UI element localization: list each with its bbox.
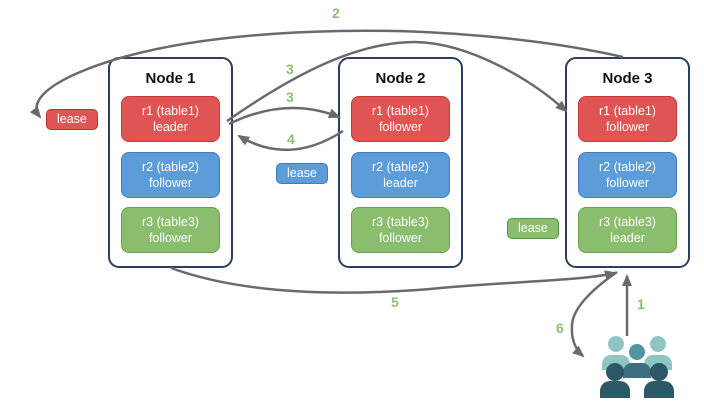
node-3-replica-r2: r2 (table2) follower bbox=[578, 152, 677, 198]
replica-label-line1: r2 (table2) bbox=[599, 160, 656, 174]
replica-label-line1: r1 (table1) bbox=[599, 104, 656, 118]
node-2-replica-r3: r3 (table3) follower bbox=[351, 207, 450, 253]
replica-role: follower bbox=[605, 176, 650, 190]
node-3-replica-r3: r3 (table3) leader bbox=[578, 207, 677, 253]
step-label-4: 4 bbox=[287, 131, 295, 147]
replica-role: leader bbox=[153, 120, 188, 134]
replica-role: follower bbox=[148, 176, 193, 190]
step-label-6: 6 bbox=[556, 320, 564, 336]
lease-tag-table1: lease bbox=[46, 109, 98, 130]
node-1-replica-r3: r3 (table3) follower bbox=[121, 207, 220, 253]
replica-role: follower bbox=[378, 231, 423, 245]
node-3-box: Node 3 r1 (table1) follower r2 (table2) … bbox=[565, 57, 690, 268]
replica-label-line1: r2 (table2) bbox=[142, 160, 199, 174]
step-label-1: 1 bbox=[637, 296, 645, 312]
replica-role: leader bbox=[610, 231, 645, 245]
node-2-box: Node 2 r1 (table1) follower r2 (table2) … bbox=[338, 57, 463, 268]
client-users-icon bbox=[600, 336, 674, 398]
lease-tag-table3: lease bbox=[507, 218, 559, 239]
node-2-title: Node 2 bbox=[375, 70, 426, 87]
node-1-box: Node 1 r1 (table1) leader r2 (table2) fo… bbox=[108, 57, 233, 268]
arrow-step-5-node1-to-node3 bbox=[170, 266, 617, 294]
replica-label-line1: r1 (table1) bbox=[372, 104, 429, 118]
arrow-step-3-leader-to-node2 bbox=[228, 106, 341, 126]
replica-role: follower bbox=[148, 231, 193, 245]
replica-label-line1: r1 (table1) bbox=[142, 104, 199, 118]
replica-label-line1: r2 (table2) bbox=[372, 160, 429, 174]
step-label-2: 2 bbox=[332, 5, 340, 21]
node-1-replica-r2: r2 (table2) follower bbox=[121, 152, 220, 198]
node-1-replica-r1: r1 (table1) leader bbox=[121, 96, 220, 142]
step-label-3-to-node2: 3 bbox=[286, 89, 294, 105]
replica-role: leader bbox=[383, 176, 418, 190]
step-label-3-to-node3: 3 bbox=[286, 61, 294, 77]
replica-role: follower bbox=[605, 120, 650, 134]
node-3-title: Node 3 bbox=[602, 70, 653, 87]
replica-role: follower bbox=[378, 120, 423, 134]
node-2-replica-r2: r2 (table2) leader bbox=[351, 152, 450, 198]
replica-label-line1: r3 (table3) bbox=[599, 215, 656, 229]
step-label-5: 5 bbox=[391, 294, 399, 310]
lease-tag-table2: lease bbox=[276, 163, 328, 184]
node-2-replica-r1: r1 (table1) follower bbox=[351, 96, 450, 142]
replica-label-line1: r3 (table3) bbox=[142, 215, 199, 229]
node-1-title: Node 1 bbox=[145, 70, 196, 87]
node-3-replica-r1: r1 (table1) follower bbox=[578, 96, 677, 142]
replica-label-line1: r3 (table3) bbox=[372, 215, 429, 229]
